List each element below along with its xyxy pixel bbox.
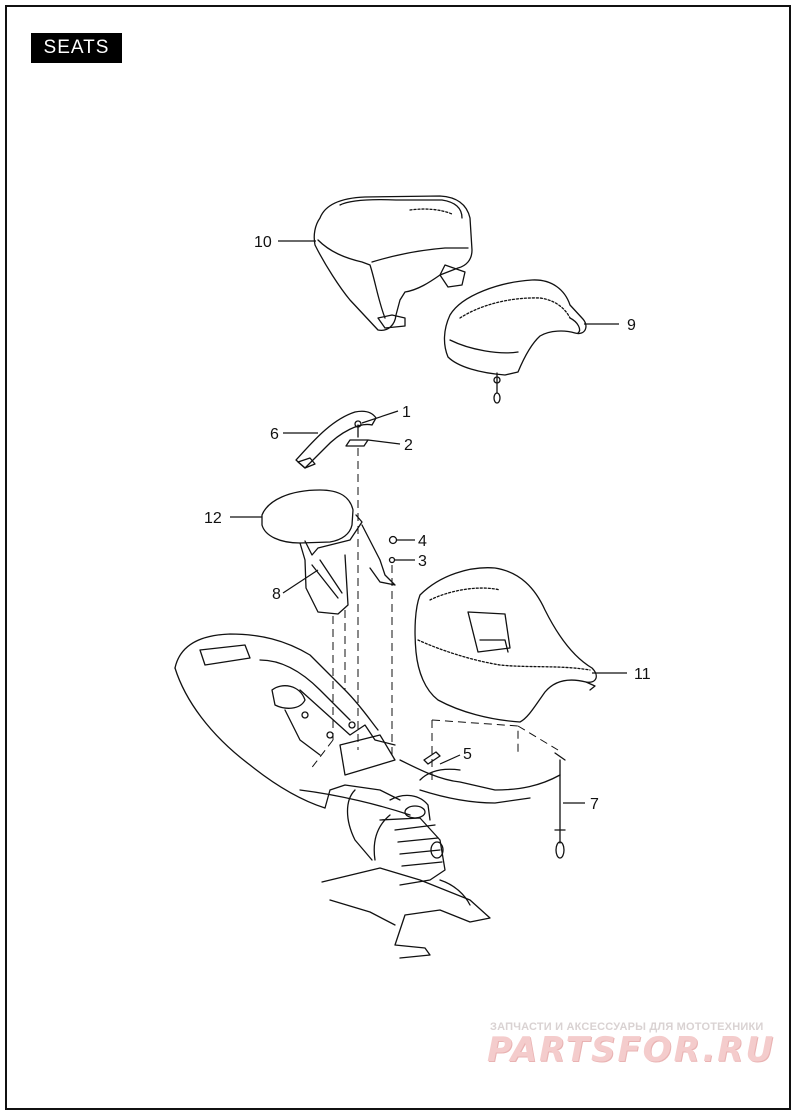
callout-10: 10 [254, 234, 272, 251]
part-7-lanyard [554, 752, 566, 859]
part-6-grab-strap [295, 410, 377, 469]
part-4-nut [388, 535, 398, 545]
callout-5: 5 [463, 746, 472, 763]
alignment-lines [309, 448, 559, 785]
callout-1: 1 [402, 404, 411, 421]
page-border [5, 5, 791, 1110]
callout-8: 8 [272, 586, 281, 603]
callout-2: 2 [404, 437, 413, 454]
watermark-logo: PARTSFOR.RU [487, 1030, 776, 1070]
leader-lines [230, 240, 627, 804]
part-12-backrest-pad [261, 489, 396, 615]
frame-fender-assembly [174, 633, 561, 959]
callout-3: 3 [418, 553, 427, 570]
callout-6: 6 [270, 426, 279, 443]
part-2-washer [345, 439, 369, 447]
part-11-rider-seat [414, 567, 597, 723]
part-3-washer [388, 556, 396, 564]
callout-11: 11 [634, 666, 651, 683]
watermark-caption: ЗАПЧАСТИ И АКСЕССУАРЫ ДЛЯ МОТОТЕХНИКИ [490, 1021, 764, 1033]
callout-4: 4 [418, 533, 427, 550]
part-9-seat-cover [443, 279, 587, 404]
callout-12: 12 [204, 510, 222, 527]
page-title: SEATS [31, 33, 122, 63]
part-5-pin [423, 751, 441, 765]
callout-labels: 10 9 1 6 2 12 4 3 8 11 5 7 [204, 234, 651, 813]
callout-9: 9 [627, 317, 636, 334]
part-1-screw [354, 420, 362, 438]
callout-7: 7 [590, 796, 599, 813]
part-10-pillion-seat [313, 195, 473, 331]
